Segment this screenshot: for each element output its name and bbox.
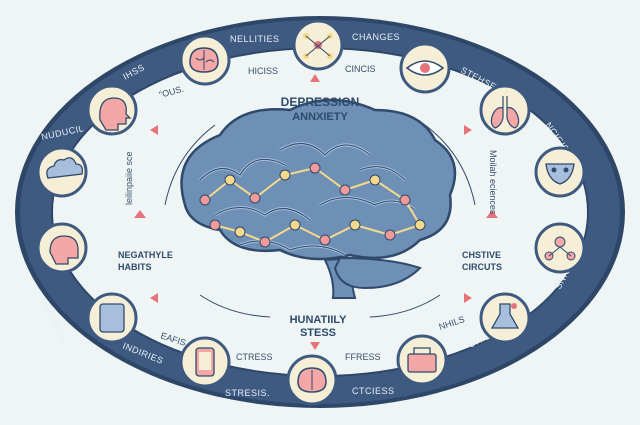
inner-arcs bbox=[164, 124, 476, 318]
ring-label-nellities: NELLITIES bbox=[230, 34, 280, 44]
arrow-top bbox=[310, 74, 320, 82]
label-depression: DEPRESSION bbox=[281, 95, 360, 109]
arrow-right-mid bbox=[486, 210, 498, 218]
cycle-arrows bbox=[134, 74, 498, 350]
arrow-left-mid bbox=[134, 210, 146, 218]
label-unhealthy: HUNATIILY bbox=[290, 314, 348, 326]
inner-label-ffress: FFRESS bbox=[345, 352, 381, 362]
arrow-left-bottom bbox=[150, 293, 158, 303]
face-icon bbox=[36, 222, 88, 274]
label-habits: HABITS bbox=[118, 262, 152, 272]
head-icon bbox=[86, 84, 138, 136]
bag-icon bbox=[396, 334, 448, 386]
center-labels: DEPRESSION ANNXIETY HUNATIILY STESS leil… bbox=[118, 95, 502, 339]
ring-label-stresis: STRESIS. bbox=[225, 388, 270, 398]
label-stress: STESS bbox=[300, 327, 336, 339]
arrow-right-top bbox=[464, 125, 472, 135]
label-right-vertical: Moilah eciences bbox=[488, 150, 498, 215]
central-brain bbox=[180, 98, 457, 299]
eye-icon bbox=[399, 42, 451, 94]
flask-icon bbox=[479, 292, 531, 344]
phone-icon bbox=[179, 336, 231, 388]
arrow-bottom bbox=[310, 342, 320, 350]
label-circuits: CIRCUTS bbox=[462, 262, 502, 272]
cloud-icon bbox=[36, 146, 88, 198]
label-negative: NEGATHYLE bbox=[118, 250, 173, 260]
inner-label-ctress: CTRESS bbox=[236, 352, 273, 362]
arrow-left-top bbox=[150, 125, 158, 135]
arrow-right-bottom bbox=[464, 293, 472, 303]
skull-icon bbox=[534, 146, 586, 198]
tablet-icon bbox=[86, 292, 138, 344]
molecule-icon bbox=[534, 222, 586, 274]
ring-label-changes: CHANGES bbox=[352, 32, 400, 42]
network-icon bbox=[292, 19, 344, 71]
label-creative: CHSTIVE bbox=[462, 250, 501, 260]
label-anxiety: ANNXIETY bbox=[292, 111, 348, 123]
neural-nodes bbox=[199, 162, 426, 248]
brain-icon bbox=[179, 34, 231, 86]
label-left-vertical: leilinpaiie sce bbox=[124, 151, 134, 205]
lungs-icon bbox=[479, 84, 531, 136]
icon-badges bbox=[36, 19, 586, 406]
inner-label-hiciss: HICISS bbox=[248, 66, 278, 76]
inner-label-cincis: CINCIS bbox=[345, 64, 376, 74]
ring-label-ctciess: CTCIESS bbox=[352, 386, 395, 396]
mini-brain-icon bbox=[286, 354, 338, 406]
